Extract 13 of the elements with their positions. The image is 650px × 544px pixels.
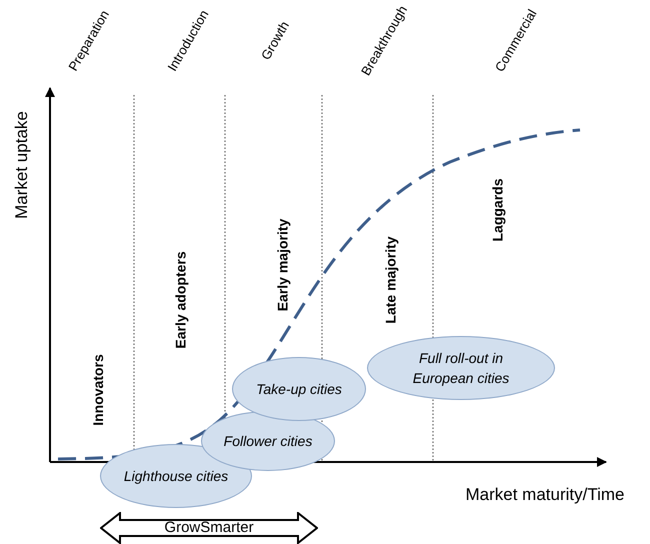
- segment-label: Innovators: [90, 354, 106, 426]
- ellipse-label: Take-up cities: [256, 380, 342, 399]
- arrow-label: GrowSmarter: [164, 518, 254, 538]
- segment-label: Late majority: [382, 236, 398, 324]
- ellipse-label: Follower cities: [224, 432, 312, 451]
- segment-label: Early majority: [274, 218, 290, 312]
- segment-label: Early adopters: [172, 251, 188, 349]
- axis-label: Market uptake: [12, 111, 32, 219]
- ellipse-label: Full roll-out in European cities: [412, 349, 510, 388]
- segment-label: Laggards: [489, 178, 505, 242]
- axis-label: Market maturity/Time: [466, 485, 625, 505]
- double-arrow: [100, 512, 318, 544]
- ellipse-label: Lighthouse cities: [124, 467, 228, 486]
